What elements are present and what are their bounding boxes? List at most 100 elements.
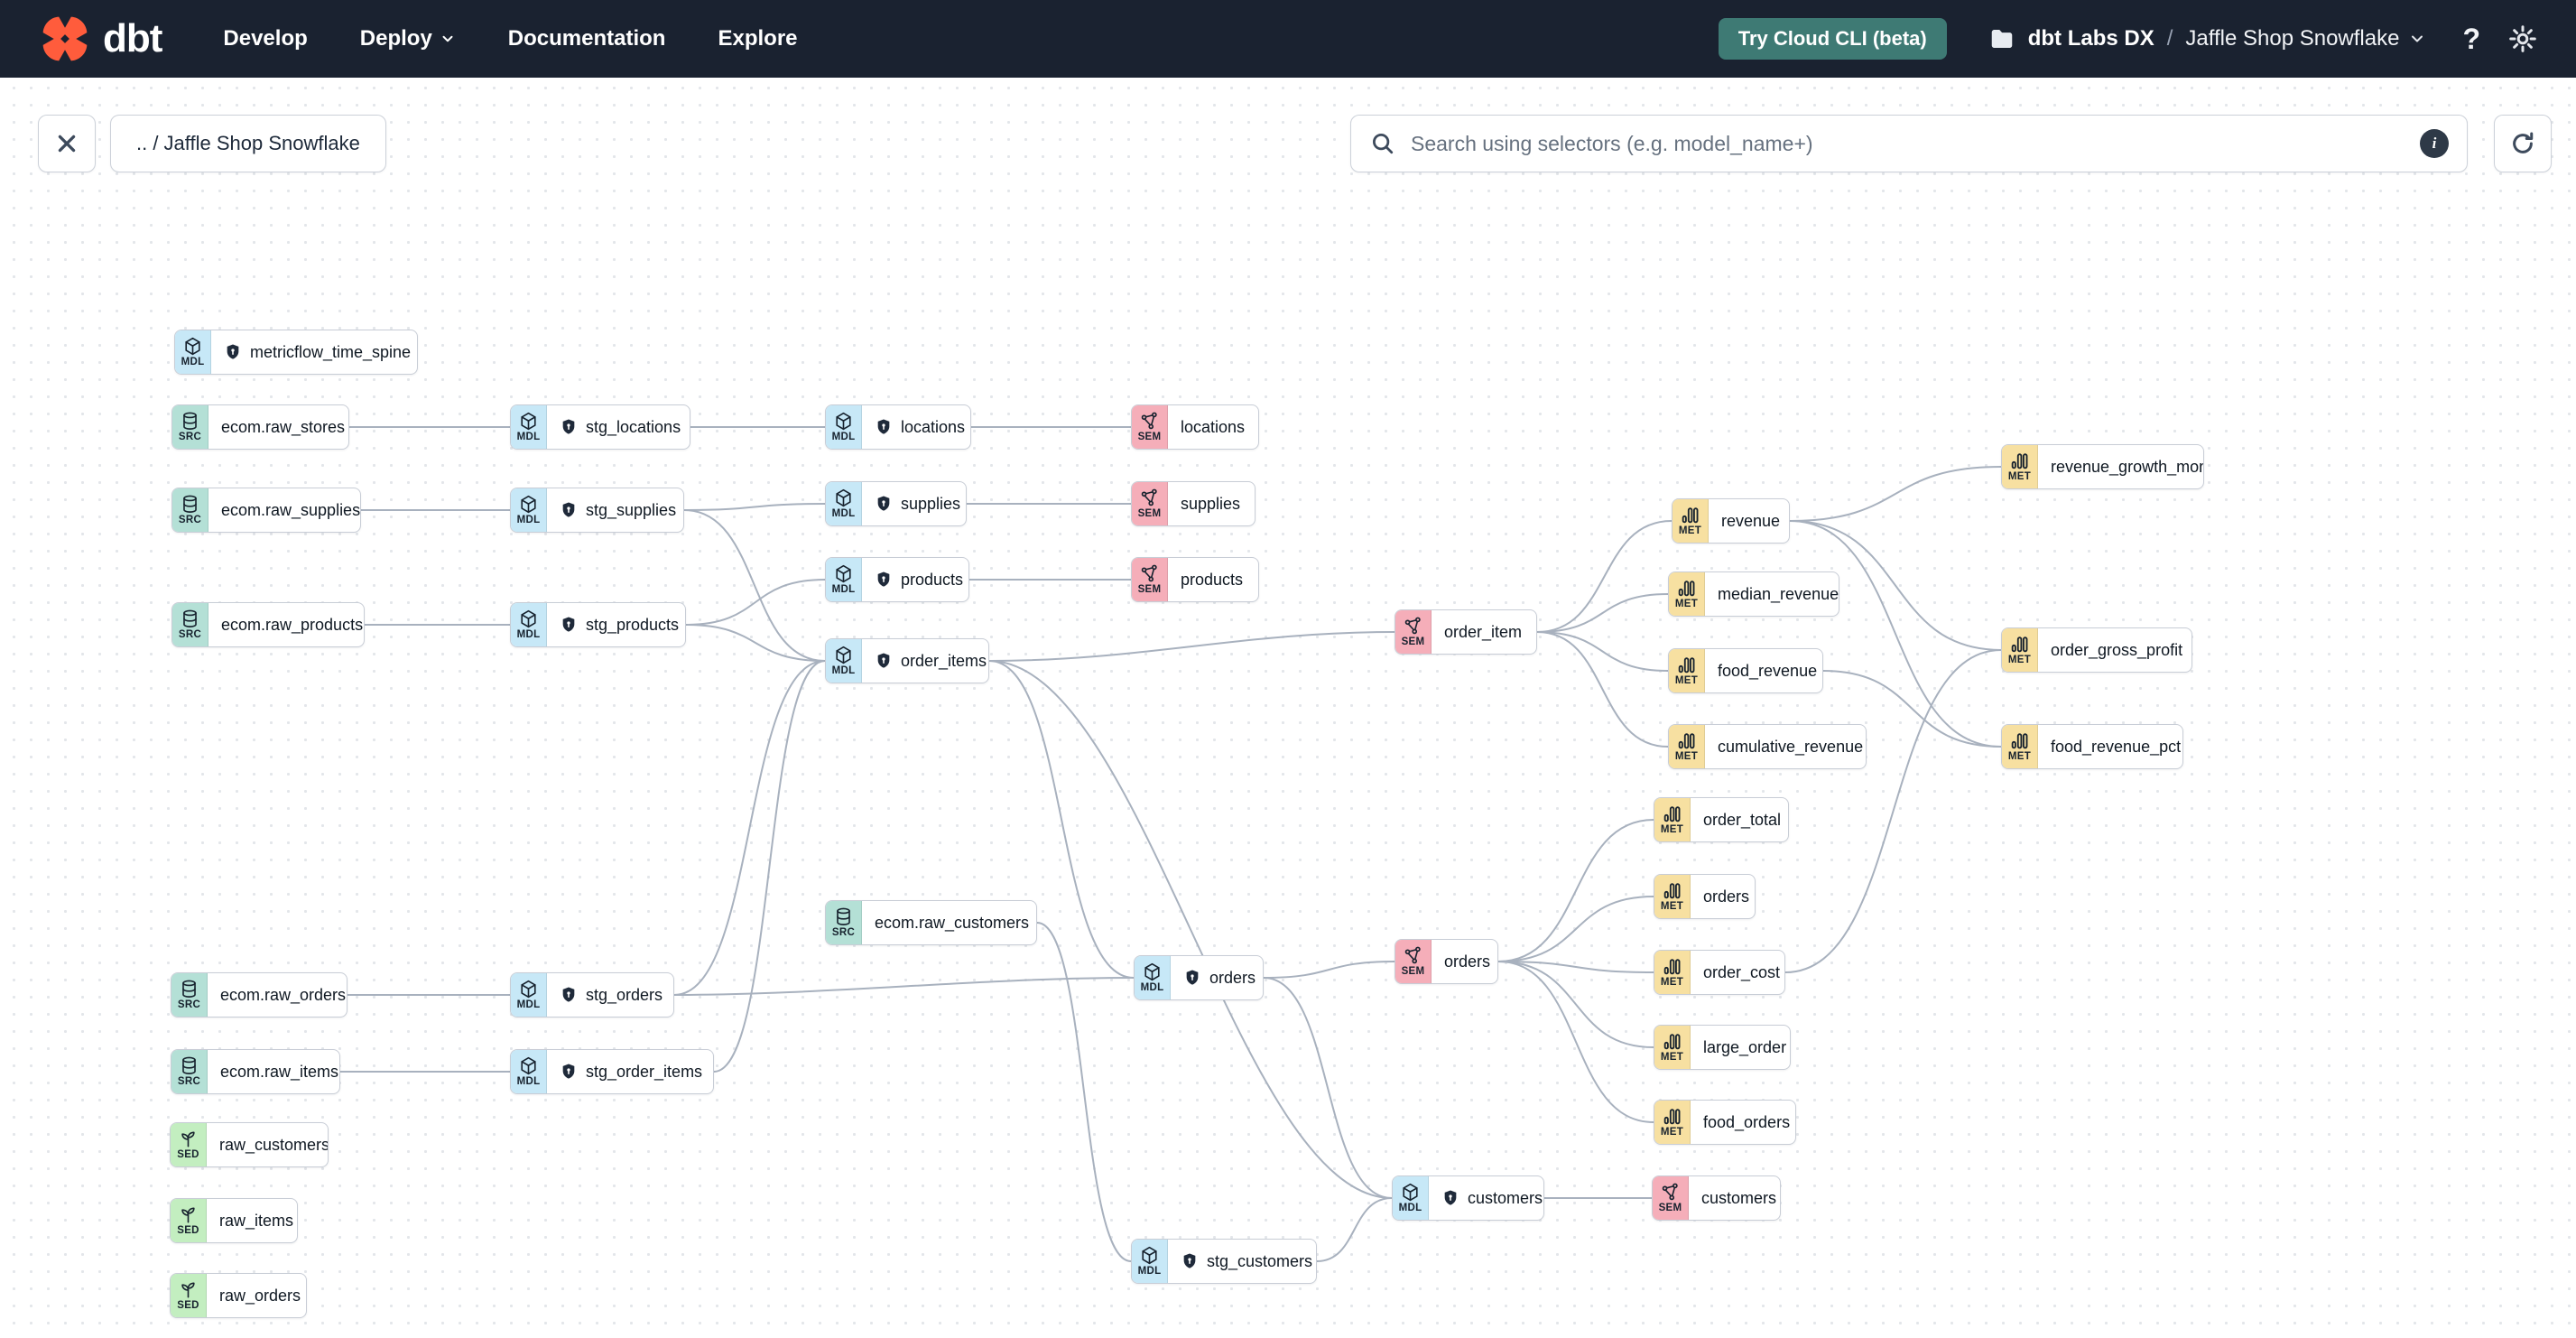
- dbt-logo[interactable]: dbt: [40, 14, 162, 64]
- node-label-text: order_item: [1444, 622, 1523, 641]
- database-icon: [179, 979, 199, 999]
- project-selector[interactable]: Jaffle Shop Snowflake: [2185, 26, 2426, 51]
- node-label-text: cumulative_revenue: [1718, 737, 1864, 756]
- nav-item-develop[interactable]: Develop: [223, 26, 307, 51]
- node-type-badge: SED: [171, 1274, 207, 1317]
- node-label: order_gross_profit: [2038, 628, 2191, 672]
- database-icon: [179, 1055, 199, 1076]
- node-type-badge: SRC: [172, 603, 208, 646]
- edge-met_revenue-met_food_revenue_pct: [1789, 520, 2002, 748]
- node-type-badge: MET: [1673, 499, 1709, 543]
- close-lineage-button[interactable]: [38, 115, 96, 172]
- bar-chart-icon: [1662, 956, 1682, 977]
- node-label: ecom.raw_customers: [862, 901, 1036, 944]
- edge-sem_order_item-met_revenue: [1536, 520, 1673, 633]
- shield-icon: [560, 418, 578, 436]
- try-cloud-cli-button[interactable]: Try Cloud CLI (beta): [1718, 18, 1947, 60]
- node-type-label: MDL: [516, 1076, 541, 1088]
- nav-item-documentation[interactable]: Documentation: [508, 26, 666, 51]
- node-label-text: customers: [1468, 1188, 1543, 1207]
- shield-icon: [875, 652, 893, 670]
- node-type-label: MET: [1660, 1127, 1684, 1138]
- node-type-label: MDL: [831, 508, 856, 520]
- account-name[interactable]: dbt Labs DX: [2027, 26, 2154, 51]
- shield-icon: [1181, 1252, 1199, 1270]
- node-type-badge: SEM: [1653, 1176, 1689, 1220]
- node-type-label: MET: [1674, 675, 1699, 687]
- node-type-badge: SED: [171, 1199, 207, 1242]
- node-label: revenue_growth_mom: [2038, 445, 2203, 488]
- node-label: stg_locations: [547, 405, 690, 449]
- settings-button[interactable]: [2507, 23, 2538, 54]
- share-network-icon: [1139, 411, 1160, 432]
- bar-chart-icon: [2009, 634, 2030, 655]
- nav-item-deploy[interactable]: Deploy: [360, 26, 456, 51]
- edge-mdl_order_items-mdl_orders: [988, 660, 1135, 979]
- bar-chart-icon: [1676, 730, 1697, 751]
- help-button[interactable]: ?: [2462, 22, 2480, 55]
- node-label: products: [1168, 558, 1258, 601]
- graph-node-mdl_customers[interactable]: MDL customers: [1392, 1175, 1544, 1221]
- selector-search[interactable]: i: [1350, 115, 2468, 172]
- node-label-text: food_orders: [1703, 1112, 1791, 1131]
- refresh-lineage-button[interactable]: [2494, 115, 2552, 172]
- node-type-label: MDL: [1398, 1203, 1422, 1214]
- graph-node-stg_order_items[interactable]: MDL stg_order_items: [510, 1049, 714, 1094]
- shield-icon: [560, 501, 578, 519]
- lineage-breadcrumb[interactable]: .. / Jaffle Shop Snowflake: [110, 115, 386, 172]
- graph-node-met_food_orders[interactable]: MET food_orders: [1654, 1100, 1796, 1145]
- node-label: stg_order_items: [547, 1050, 713, 1093]
- search-input[interactable]: [1411, 131, 2405, 156]
- node-type-badge: SRC: [172, 405, 208, 449]
- nav-item-label: Explore: [718, 26, 798, 51]
- node-type-badge: SED: [171, 1123, 207, 1166]
- node-label-text: orders: [1444, 952, 1491, 971]
- node-label: ecom.raw_stores: [208, 405, 348, 449]
- folder-icon: [1988, 25, 2015, 52]
- nav-item-explore[interactable]: Explore: [718, 26, 797, 51]
- shield-icon: [560, 1063, 578, 1081]
- cube-icon: [833, 563, 854, 584]
- info-icon[interactable]: i: [2420, 129, 2449, 158]
- node-type-label: MET: [1674, 599, 1699, 610]
- cube-icon: [1400, 1182, 1421, 1203]
